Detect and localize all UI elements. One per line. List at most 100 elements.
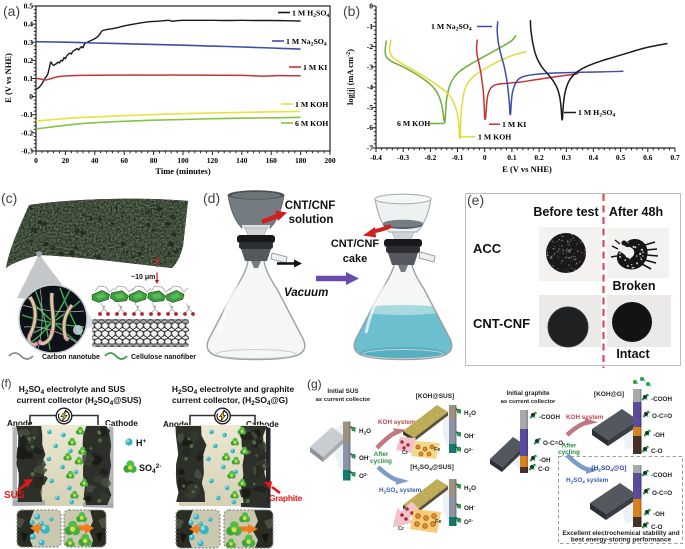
svg-text:Intact: Intact [616,347,650,361]
svg-text:0: 0 [483,153,487,162]
svg-text:0: 0 [369,2,373,11]
svg-text:6 M KOH: 6 M KOH [397,119,430,128]
svg-text:20: 20 [62,156,70,165]
svg-text:current collector (H2SO4@SUS): current collector (H2SO4@SUS) [17,395,142,407]
svg-text:1 M KOH: 1 M KOH [295,100,328,109]
svg-text:[KOH@SUS]: [KOH@SUS] [416,393,454,400]
svg-text:OH-: OH- [464,432,475,440]
svg-text:0.1: 0.1 [24,74,34,83]
svg-text:-0.4: -0.4 [370,153,382,162]
svg-text:(g): (g) [307,377,322,391]
svg-text:6 M KOH: 6 M KOH [295,119,328,128]
svg-text:-1: -1 [367,22,373,31]
svg-text:CNT/CNF: CNT/CNF [331,238,380,250]
svg-text:H2SO4 electrolyte and graphite: H2SO4 electrolyte and graphite [172,384,295,396]
svg-text:SO42-: SO42- [139,463,161,475]
svg-text:-0.3: -0.3 [397,153,409,162]
svg-text:CNT/CNF: CNT/CNF [285,200,335,212]
svg-text:1 M H2SO4: 1 M H2SO4 [578,108,615,119]
svg-text:cycling: cycling [558,449,580,456]
svg-text:160: 160 [266,156,278,165]
svg-text:H2SO4 electrolyte and SUS: H2SO4 electrolyte and SUS [19,384,126,396]
svg-text:H+: H+ [136,438,147,448]
svg-text:-OH: -OH [653,511,665,518]
svg-text:(c): (c) [1,190,17,206]
svg-text:Carbon nanotube: Carbon nanotube [42,354,100,361]
svg-text:as current collector: as current collector [316,397,371,403]
svg-text:80: 80 [150,156,158,165]
svg-text:E (V vs NHE): E (V vs NHE) [502,164,552,174]
svg-text:H2SO4 system: H2SO4 system [379,487,422,494]
svg-text:C-O: C-O [651,448,663,455]
svg-text:O2-: O2- [359,472,368,480]
svg-text:Cathode: Cathode [105,419,138,428]
svg-text:0: 0 [29,92,33,101]
svg-text:0.6: 0.6 [643,153,653,162]
svg-text:0.1: 0.1 [507,153,517,162]
svg-text:O2-: O2- [464,518,473,526]
svg-text:KOH system: KOH system [566,414,604,421]
svg-text:OH-: OH- [464,504,475,512]
svg-text:(e): (e) [467,192,484,208]
svg-text:Graphite: Graphite [269,493,302,503]
svg-text:-0.1: -0.1 [21,110,33,119]
svg-text:Cathode: Cathode [246,420,279,429]
svg-text:H2O: H2O [464,485,476,492]
svg-text:C-O: C-O [538,466,550,473]
svg-text:-COOH: -COOH [539,414,560,421]
svg-text:Anode: Anode [7,419,33,428]
svg-text:0.4: 0.4 [24,20,34,29]
svg-text:KOH system: KOH system [378,419,416,426]
svg-text:log|j| (mA cm-2): log|j| (mA cm-2) [345,49,355,105]
svg-text:200: 200 [324,156,336,165]
svg-text:H2SO4 system: H2SO4 system [566,477,609,484]
svg-text:-0.2: -0.2 [424,153,436,162]
svg-text:1 M KI: 1 M KI [303,63,327,72]
svg-text:0.3: 0.3 [24,38,34,47]
svg-text:best energy-storing performanc: best energy-storing performance [571,537,672,544]
svg-text:(f): (f) [1,378,11,390]
svg-text:[KOH@G]: [KOH@G] [594,391,624,398]
svg-text:solution: solution [289,214,334,226]
svg-text:H2O: H2O [359,428,371,435]
svg-text:After 48h: After 48h [609,205,663,219]
svg-text:-6: -6 [367,123,373,132]
svg-text:Before test: Before test [533,205,599,219]
svg-text:0.4: 0.4 [589,153,599,162]
svg-text:1 M Na2SO4: 1 M Na2SO4 [286,37,327,48]
svg-text:0: 0 [34,156,38,165]
svg-text:ACC: ACC [473,241,502,256]
svg-text:cycling: cycling [370,458,392,465]
svg-text:1 M Na2SO4: 1 M Na2SO4 [431,22,472,33]
svg-text:E (V vs NHE): E (V vs NHE) [3,53,13,103]
svg-text:180: 180 [295,156,307,165]
svg-text:40: 40 [91,156,99,165]
svg-text:0.2: 0.2 [534,153,544,162]
svg-text:Broken: Broken [612,279,655,293]
svg-text:(d): (d) [203,190,220,206]
svg-text:120: 120 [207,156,219,165]
svg-text:Time (minutes): Time (minutes) [155,166,210,176]
svg-text:Cellulose nanofiber: Cellulose nanofiber [131,354,196,361]
svg-text:SUS: SUS [4,490,25,501]
svg-text:0.5: 0.5 [616,153,626,162]
svg-text:current collector, (H2SO4@G): current collector, (H2SO4@G) [172,395,288,407]
svg-text:-2: -2 [367,42,373,51]
svg-text:O-C=O: O-C=O [543,440,563,447]
svg-text:-7: -7 [367,144,373,153]
svg-text:-3: -3 [367,62,373,71]
svg-text:100: 100 [177,156,189,165]
svg-text:as current collector: as current collector [501,399,556,405]
svg-text:0.3: 0.3 [562,153,572,162]
svg-text:[H2SO4@SUS]: [H2SO4@SUS] [410,464,453,472]
svg-text:-0.2: -0.2 [21,128,33,137]
svg-text:140: 140 [236,156,248,165]
svg-text:Vacuum: Vacuum [284,287,328,299]
svg-text:60: 60 [120,156,128,165]
svg-text:O2-: O2- [464,447,473,455]
svg-text:1 M H2SO4: 1 M H2SO4 [292,8,329,18]
svg-text:Initial graphite: Initial graphite [506,390,550,397]
svg-text:CNT-CNF: CNT-CNF [473,316,530,331]
svg-text:Fe: Fe [435,519,441,525]
svg-text:Fe: Fe [434,447,440,453]
